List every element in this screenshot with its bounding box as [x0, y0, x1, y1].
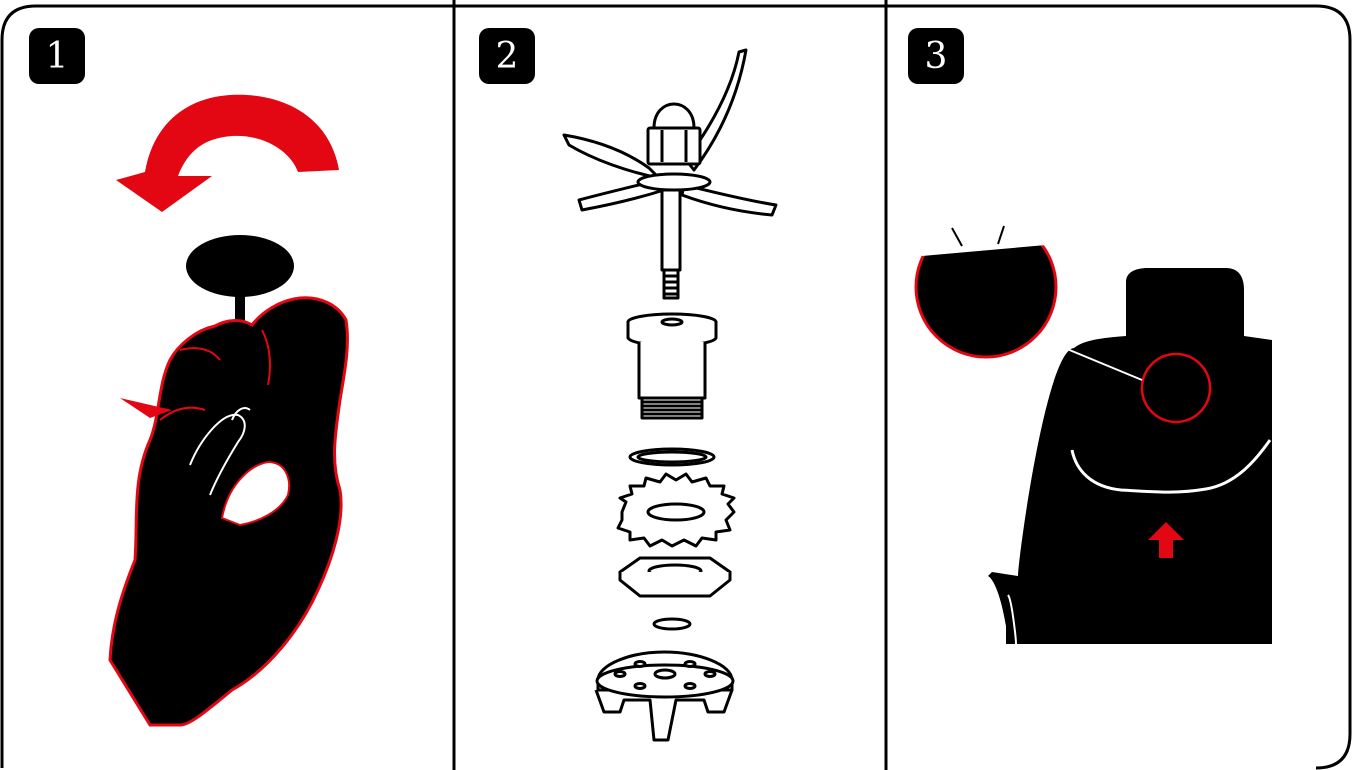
up-arrow-icon	[1148, 522, 1184, 558]
blade-wing-lower-right-icon	[680, 183, 778, 217]
hand-unscrew-illustration	[108, 94, 349, 727]
blade-assembly-illustration	[562, 48, 778, 742]
jar-base-illustration	[914, 211, 1272, 645]
knob-icon	[186, 235, 294, 297]
jar-body-icon	[988, 268, 1272, 644]
step-badge: 2	[479, 28, 535, 84]
blade-wing-left-icon	[562, 133, 661, 180]
panel-step-3: 3	[886, 0, 1352, 770]
blade-shaft-icon	[660, 188, 682, 272]
step-badge: 3	[908, 28, 964, 84]
step-number: 2	[495, 35, 519, 77]
seal-line-icon	[1070, 439, 1272, 494]
blade-nut-icon	[646, 126, 702, 166]
panel-step-1: 1	[0, 0, 454, 770]
step-number: 3	[924, 35, 948, 77]
drive-coupling-icon	[594, 689, 734, 742]
counterclockwise-arrow-icon	[116, 94, 339, 212]
small-ring-icon	[652, 617, 692, 631]
panel-step-2: 2	[454, 0, 886, 770]
step-number: 1	[45, 35, 69, 77]
blade-cap-icon	[652, 102, 696, 130]
detail-target-circle	[1140, 352, 1212, 424]
step-badge: 1	[29, 28, 85, 84]
